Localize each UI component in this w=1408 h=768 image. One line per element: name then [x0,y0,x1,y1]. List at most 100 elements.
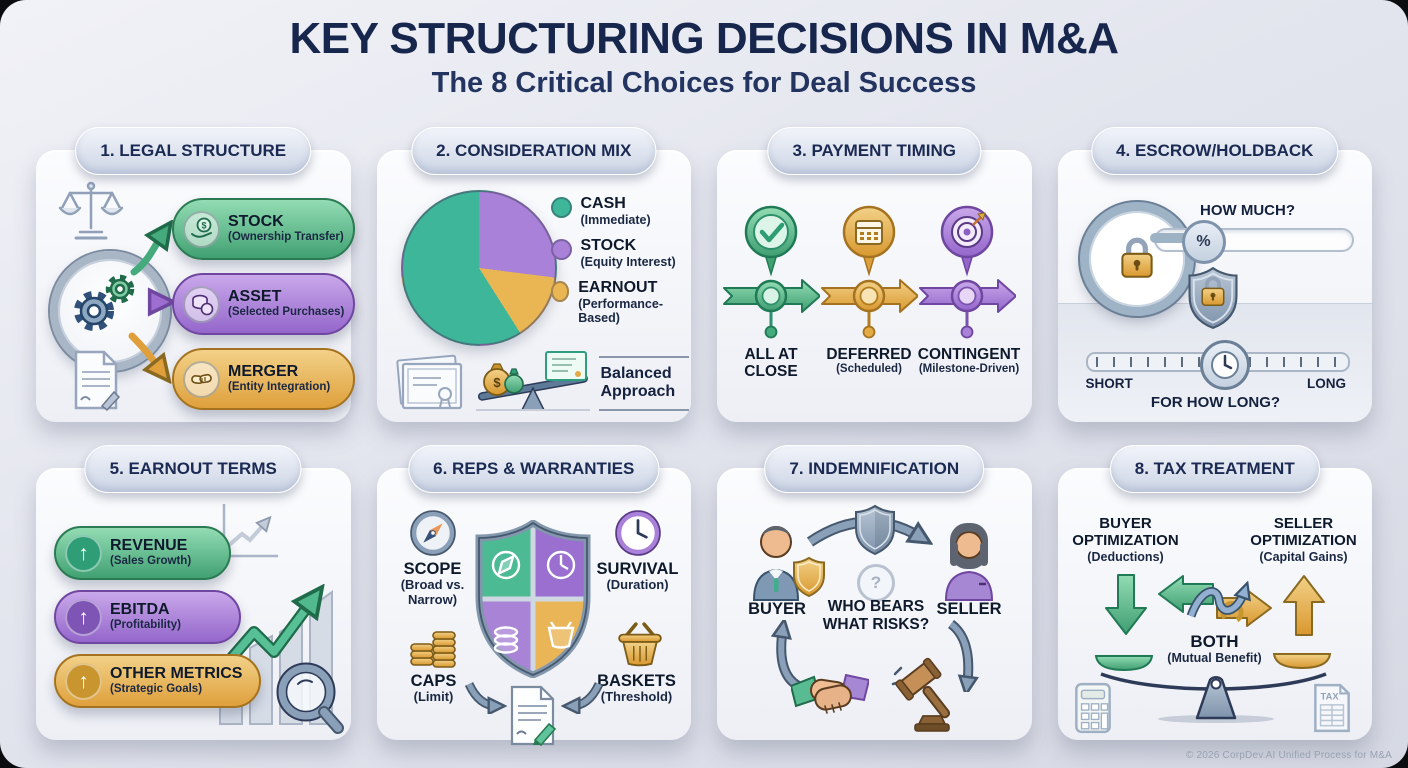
panel-earnout-terms: 5. EARNOUT TERMS [36,445,351,740]
legend-item-cash: CASH(Immediate) [550,195,651,227]
scales-of-justice-icon [58,181,124,240]
right-pan-icon [1272,653,1331,670]
buyer-optimization-label: BUYER OPTIMIZATION(Deductions) [1072,515,1179,564]
basket-icon [617,622,662,667]
panel-reps-warranties: 6. REPS & WARRANTIES [376,445,691,747]
clock-icon [614,510,661,556]
panel-legal-structure: 1. LEGAL STRUCTURE [36,127,355,422]
duration-slider-track[interactable] [1085,340,1350,390]
steel-shield-icon [855,504,895,556]
balance-seesaw-icon: $ [475,351,590,411]
percent-slider-fill [1149,233,1206,243]
option-merger: MERGER(Entity Integration) [172,348,355,410]
timeline-stage-deferred [821,205,918,339]
tax-document-icon: TAX [1313,683,1350,733]
panel-title-reps-warranties: 6. REPS & WARRANTIES [408,445,660,493]
branch-arrows [128,150,350,422]
metric-ebitda: ↑ EBITDA(Profitability) [54,590,241,644]
panel-indemnification: 7. INDEMNIFICATION [717,445,1032,740]
how-much-question: HOW MUCH? [1200,202,1295,219]
down-arrow-icon [1104,574,1147,635]
earnout-legend-dot [550,281,570,302]
timeline-stage-contingent [919,205,1016,339]
panel-consideration-mix: 2. CONSIDERATION MIX CASH(Immediate) STO… [376,127,692,422]
up-arrow-icon: ↑ [65,662,102,700]
hand-coin-icon: $ [183,210,220,248]
swap-arrows-icon [1157,575,1272,627]
panel-title-payment-timing: 3. PAYMENT TIMING [767,127,981,175]
stock-legend-dot [550,239,572,260]
percent-slider-knob[interactable]: % [1181,220,1226,264]
magnifier-lock-icon [1079,202,1194,316]
compass-icon [409,510,456,556]
handshake-icon [791,673,869,714]
up-arrow-icon: ↑ [65,534,102,572]
shield-quadrants-icon [475,520,590,678]
both-label: BOTH(Mutual Benefit) [1167,632,1262,666]
buyer-label: BUYER [748,600,806,618]
panel-title-earnout-terms: 5. EARNOUT TERMS [84,445,302,493]
shield-lock-icon [1187,266,1238,330]
option-stock: $ STOCK(Ownership Transfer) [172,198,355,260]
panel-escrow-holdback: 4. ESCROW/HOLDBACK HOW MUCH? % [1057,127,1372,422]
gavel-icon [891,657,951,732]
contract-icon [74,350,121,412]
percent-slider-track[interactable]: % [1149,220,1354,264]
certificates-icon [395,354,462,410]
stage-label-contingent: CONTINGENT(Milestone-Driven) [917,346,1021,376]
coin-stack-icon [409,631,456,668]
panel-title-consideration-mix: 2. CONSIDERATION MIX [411,127,657,175]
stage-label-deferred: DEFERRED(Scheduled) [826,346,912,376]
for-how-long-question: FOR HOW LONG? [1150,394,1281,411]
coins-icon [183,285,220,323]
panel-title-legal-structure: 1. LEGAL STRUCTURE [75,127,312,175]
page-subtitle: The 8 Critical Choices for Deal Success [431,67,977,100]
legend-item-stock: STOCK(Equity Interest) [550,237,676,269]
cycle-arrow-down [947,620,985,692]
cash-legend-dot [550,197,572,218]
page-title: KEY STRUCTURING DECISIONS IN M&A [289,14,1119,63]
seller-avatar [944,523,994,601]
panel-payment-timing: 3. PAYMENT TIMING [717,127,1032,422]
item-scope: SCOPE(Broad vs. Narrow) [400,560,465,608]
question-mark-icon: ? [857,564,895,602]
svg-text:TAX: TAX [1320,692,1339,702]
panel-title-tax-treatment: 8. TAX TREATMENT [1109,445,1320,493]
duration-slider-knob clock-icon[interactable] [1199,340,1250,390]
timeline-stage-all-at-close [723,205,820,339]
balanced-approach-note: Balanced Approach [598,356,689,411]
up-arrow-icon: ↑ [65,598,102,636]
legend-item-earnout: EARNOUT(Performance-Based) [550,279,692,325]
item-survival: SURVIVAL(Duration) [596,560,679,593]
handshake-icon [183,360,220,398]
buyer-shield-icon [793,556,825,598]
footer-credit: © 2026 CorpDev.AI Unified Process for M&… [1185,750,1392,761]
scale-max-label: LONG [1307,376,1346,391]
risk-question: WHO BEARS WHAT RISKS? [822,598,930,633]
calculator-icon [1074,682,1111,734]
funnel-arrow-left [464,682,507,714]
header: KEY STRUCTURING DECISIONS IN M&A The 8 C… [0,14,1408,100]
panel-tax-treatment: 8. TAX TREATMENT BUYER OPTIMIZATION(Dedu… [1057,445,1372,740]
option-asset: ASSET(Selected Purchases) [172,273,355,335]
scale-min-label: SHORT [1085,376,1133,391]
panel-title-escrow-holdback: 4. ESCROW/HOLDBACK [1091,127,1339,175]
metric-revenue: ↑ REVENUE(Sales Growth) [54,526,231,580]
panel-grid: 1. LEGAL STRUCTURE [36,127,1372,747]
panel-title-indemnification: 7. INDEMNIFICATION [764,445,985,493]
balance-beam-icon [1099,672,1327,723]
pie-chart [400,190,557,346]
metric-other-metrics: ↑ OTHER METRICS(Strategic Goals) [54,654,261,708]
up-arrow-icon [1282,575,1325,636]
signed-document-icon [510,685,556,747]
item-caps: CAPS(Limit) [410,672,457,705]
svg-text:$: $ [201,221,206,231]
seller-label: SELLER [936,600,1002,618]
buyer-avatar [752,526,800,601]
left-pan-icon [1094,655,1153,672]
item-baskets: BASKETS(Threshold) [597,672,676,705]
seller-optimization-label: SELLER OPTIMIZATION(Capital Gains) [1250,515,1357,564]
stage-label-all-at-close: ALL AT CLOSE [744,346,798,381]
funnel-arrow-right [561,682,603,714]
